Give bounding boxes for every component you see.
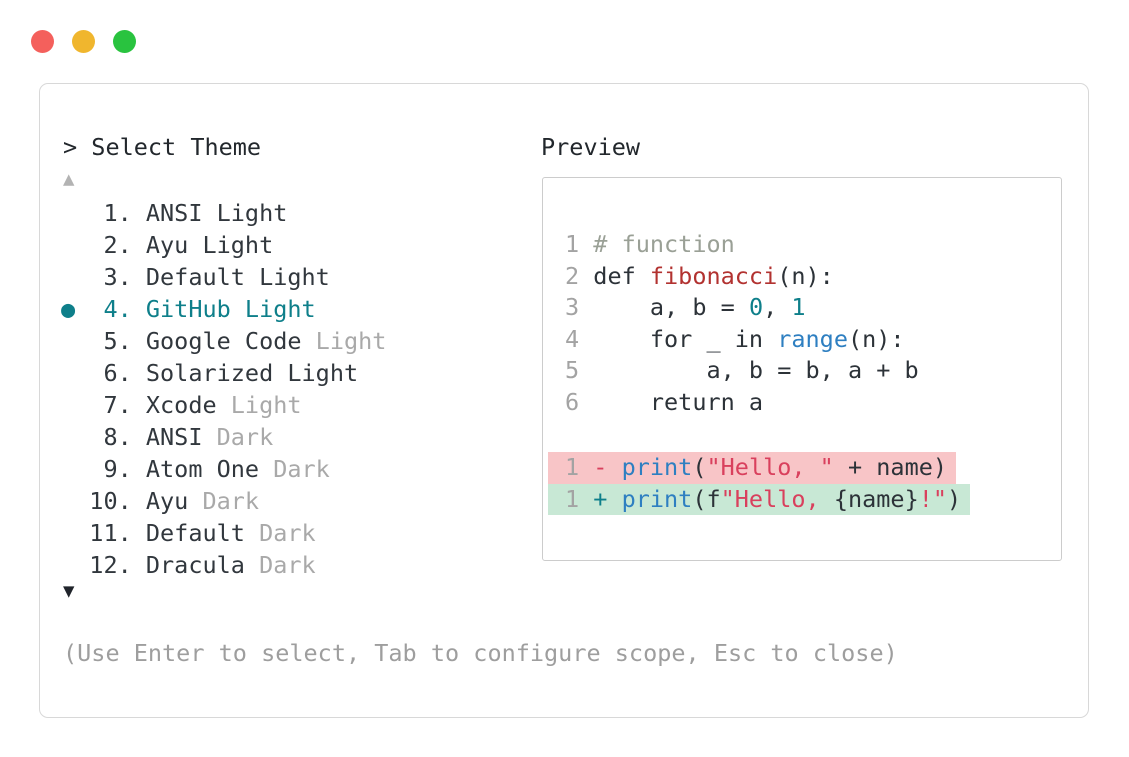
theme-label: 12. Dracula	[61, 551, 245, 579]
theme-variant-label: Light	[216, 391, 302, 419]
theme-label: 3. Default Light	[61, 263, 330, 291]
theme-label: 2. Ayu Light	[61, 231, 274, 259]
theme-option-4[interactable]: ● 4. GitHub Light	[61, 293, 386, 325]
code-line: 1 # function	[565, 230, 735, 258]
theme-option-7[interactable]: 7. Xcode Light	[61, 389, 386, 421]
theme-option-1[interactable]: 1. ANSI Light	[61, 197, 386, 229]
theme-label: 1. ANSI Light	[61, 199, 288, 227]
line-number: 2	[565, 261, 594, 290]
theme-variant-label: Dark	[188, 487, 260, 515]
code-line: 2 def fibonacci(n):	[565, 261, 834, 290]
scroll-down-icon[interactable]: ▼	[63, 580, 75, 602]
theme-option-3[interactable]: 3. Default Light	[61, 261, 386, 293]
theme-label: 11. Default	[61, 519, 245, 547]
preview-title: Preview	[541, 133, 641, 161]
diff-line-removed: 1 - print("Hello, " + name)	[543, 452, 1061, 484]
theme-list: 1. ANSI Light 2. Ayu Light 3. Default Li…	[61, 197, 386, 581]
theme-label: 7. Xcode	[61, 391, 217, 419]
line-number: 6	[565, 387, 594, 416]
selected-theme-label: ● 4. GitHub Light	[61, 295, 316, 323]
scroll-up-icon[interactable]: ▲	[63, 168, 75, 190]
code-line: 4 for _ in range(n):	[565, 324, 905, 353]
theme-variant-label: Dark	[202, 423, 274, 451]
code-line: 5 a, b = b, a + b	[565, 356, 919, 384]
theme-label: 6. Solarized Light	[61, 359, 359, 387]
theme-variant-label: Dark	[259, 455, 330, 483]
code-blank-line	[543, 418, 1061, 452]
theme-option-6[interactable]: 6. Solarized Light	[61, 357, 386, 389]
code-line: 3 a, b = 0, 1	[565, 293, 806, 321]
theme-variant-label: Light	[301, 327, 387, 355]
theme-label: 8. ANSI	[61, 423, 203, 451]
code-line: 6 return a	[565, 387, 764, 416]
line-number: 5	[565, 356, 594, 384]
theme-variant-label: Dark	[244, 519, 316, 547]
theme-label: 10. Ayu	[61, 487, 189, 515]
theme-variant-label: Dark	[244, 551, 316, 579]
theme-picker-panel: > Select Theme Preview ▲ 1. ANSI Light 2…	[39, 83, 1089, 718]
window-minimize-button[interactable]	[72, 30, 95, 53]
line-number: 3	[565, 293, 594, 321]
theme-option-2[interactable]: 2. Ayu Light	[61, 229, 386, 261]
theme-label: 9. Atom One	[61, 455, 260, 483]
window-close-button[interactable]	[31, 30, 54, 53]
line-number: 4	[565, 324, 594, 353]
preview-pane: 1 # function 2 def fibonacci(n): 3 a, b = …	[542, 177, 1062, 561]
window-zoom-button[interactable]	[113, 30, 136, 53]
line-number: 1	[565, 453, 594, 481]
theme-option-11[interactable]: 11. Default Dark	[61, 517, 386, 549]
select-theme-prompt: > Select Theme	[63, 133, 262, 161]
theme-label: 5. Google Code	[61, 327, 302, 355]
theme-option-5[interactable]: 5. Google Code Light	[61, 325, 386, 357]
preview-code: 1 # function 2 def fibonacci(n): 3 a, b = …	[543, 229, 1061, 515]
keyboard-hint: (Use Enter to select, Tab to configure s…	[63, 639, 898, 667]
line-number: 1	[565, 230, 594, 258]
theme-option-8[interactable]: 8. ANSI Dark	[61, 421, 386, 453]
line-number: 1	[565, 484, 594, 513]
theme-option-9[interactable]: 9. Atom One Dark	[61, 453, 386, 485]
theme-option-10[interactable]: 10. Ayu Dark	[61, 485, 386, 517]
theme-option-12[interactable]: 12. Dracula Dark	[61, 549, 386, 581]
diff-line-added: 1 + print(f"Hello, {name}!")	[543, 483, 1061, 515]
